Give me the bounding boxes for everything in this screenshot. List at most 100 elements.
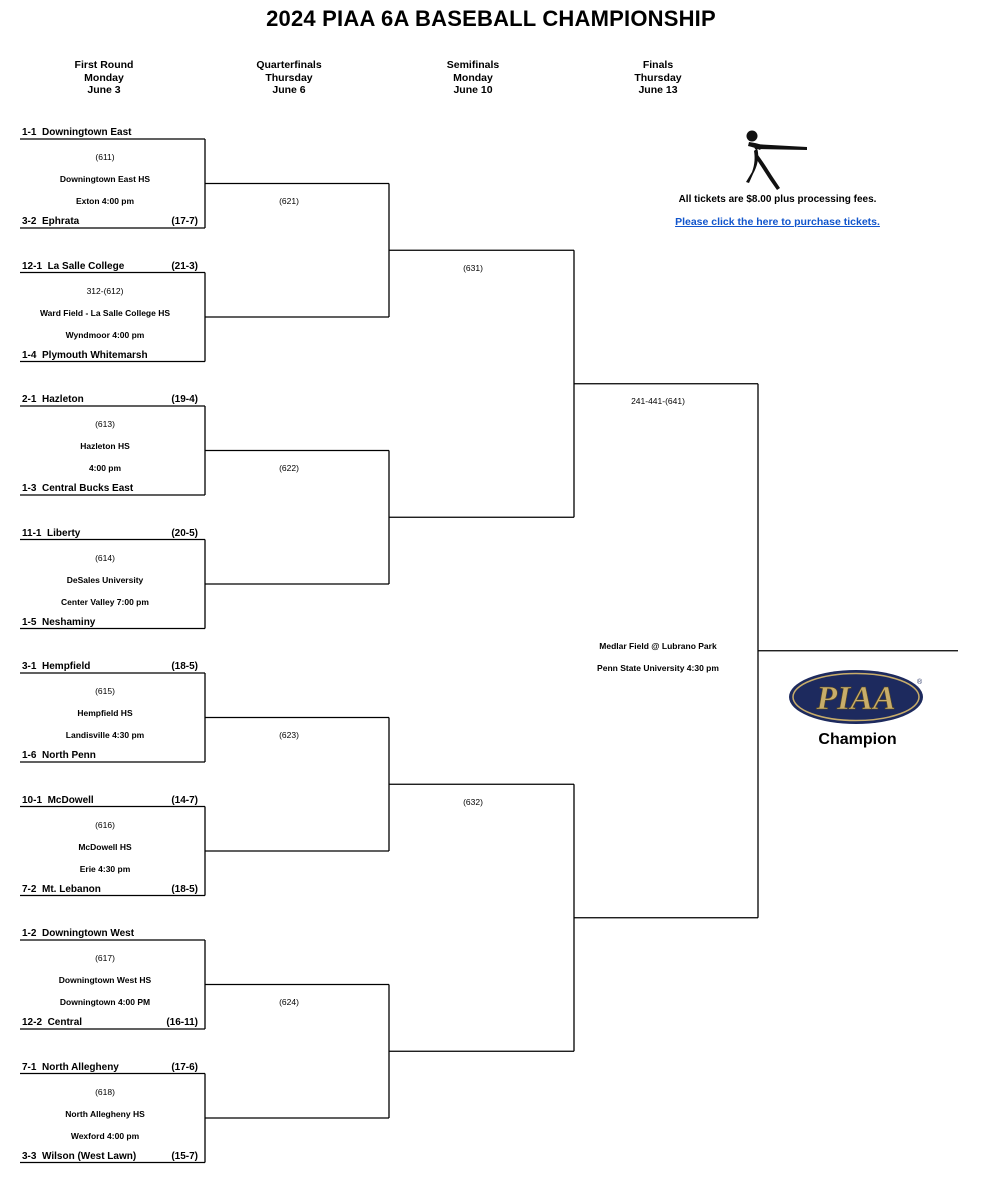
quarterfinal-game-number: (624) xyxy=(279,997,299,1007)
purchase-tickets-link[interactable]: Please click the here to purchase ticket… xyxy=(675,216,880,228)
final-site: Medlar Field @ Lubrano Park xyxy=(599,641,717,651)
game-site: Downingtown East HS xyxy=(59,174,151,184)
team-record: (16-11) xyxy=(166,1017,198,1028)
team-seed: 7-1 xyxy=(22,1061,37,1073)
team-seed: 3-1 xyxy=(22,661,37,672)
game-time: Exton 4:00 pm xyxy=(75,196,135,206)
page-title: 2024 PIAA 6A BASEBALL CHAMPIONSHIP xyxy=(266,6,716,31)
team-name: North Allegheny xyxy=(42,1061,119,1073)
team-record: (21-3) xyxy=(171,260,198,272)
game-number: (618) xyxy=(95,1086,115,1097)
team-name: McDowell xyxy=(47,794,94,806)
semifinal-game-number: (632) xyxy=(463,797,483,807)
team-seed: 7-2 xyxy=(22,883,37,895)
team-bottom: 12-2 Central (16-11) xyxy=(22,1017,204,1028)
team-seed: 12-1 xyxy=(22,260,43,272)
game-time: Downingtown 4:00 PM xyxy=(59,997,151,1007)
game-time: 4:00 pm xyxy=(88,463,122,473)
team-record: (15-7) xyxy=(171,1150,198,1162)
game-time: Erie 4:30 pm xyxy=(79,863,131,874)
round-header-finals: Finals Thursday June 13 xyxy=(588,59,728,97)
team-record: (18-5) xyxy=(171,661,198,672)
round-name: First Round xyxy=(74,59,134,71)
team-record: (14-7) xyxy=(171,794,198,806)
round-name: Semifinals xyxy=(446,59,500,71)
champion-label: Champion xyxy=(818,731,897,748)
team-top: 2-1 Hazleton(19-4) xyxy=(22,394,204,405)
team-name: Plymouth Whitemarsh xyxy=(42,349,148,361)
team-seed: 1-1 xyxy=(22,127,37,138)
team-name: La Salle College xyxy=(47,260,125,272)
team-name: Ephrata xyxy=(42,216,80,227)
team-seed: 1-6 xyxy=(22,750,37,761)
semifinal-game-number: (631) xyxy=(463,263,483,273)
round-name: Quarterfinals xyxy=(256,59,322,71)
team-seed: 1-2 xyxy=(22,928,37,939)
game-number: (617) xyxy=(95,953,115,963)
game-site: Downingtown West HS xyxy=(58,975,152,985)
team-seed: 11-1 xyxy=(22,527,42,539)
round-date: June 10 xyxy=(453,84,493,96)
round-day: Monday xyxy=(453,71,493,84)
game-site: North Allegheny HS xyxy=(65,1108,145,1119)
team-name: Hazleton xyxy=(42,394,84,405)
team-name: Central Bucks East xyxy=(42,483,134,494)
game-site: Ward Field - La Salle College HS xyxy=(39,307,171,318)
team-bottom: 1-4 Plymouth Whitemarsh xyxy=(22,350,204,361)
team-name: Hempfield xyxy=(42,661,91,672)
team-name: North Penn xyxy=(42,750,96,761)
game-number: (615) xyxy=(95,686,115,696)
round-header-first-round: First Round Monday June 3 xyxy=(34,59,174,97)
game-site: Hazleton HS xyxy=(80,441,130,451)
team-name: Wilson (West Lawn) xyxy=(42,1150,137,1162)
round-date: June 3 xyxy=(87,84,121,96)
team-seed: 3-3 xyxy=(22,1150,37,1162)
game-number: (614) xyxy=(95,552,115,563)
game-time: Center Valley 7:00 pm xyxy=(61,596,149,607)
team-record: (17-7) xyxy=(171,216,198,227)
team-bottom: 1-5 Neshaminy xyxy=(22,617,204,628)
round-day: Monday xyxy=(84,71,124,84)
game-number: (616) xyxy=(95,819,115,830)
team-name: Central xyxy=(47,1017,83,1028)
game-number: (613) xyxy=(95,419,115,429)
team-bottom: 1-3 Central Bucks East xyxy=(22,483,204,494)
round-name: Finals xyxy=(642,59,674,71)
team-top: 3-1 Hempfield (18-5) xyxy=(22,661,204,672)
team-bottom: 3-2 Ephrata (17-7) xyxy=(22,216,204,227)
quarterfinal-game-number: (621) xyxy=(279,196,299,206)
team-top: 1-1 Downingtown East xyxy=(22,127,204,138)
piaa-logo: PIAA ® xyxy=(789,670,923,724)
game-time: Wexford 4:00 pm xyxy=(70,1130,140,1141)
team-seed: 12-2 xyxy=(22,1017,43,1028)
quarterfinal-game-number: (622) xyxy=(279,463,299,473)
game-number: (611) xyxy=(95,152,115,162)
team-name: Neshaminy xyxy=(42,616,96,628)
game-site: DeSales University xyxy=(66,574,144,585)
logo-text: PIAA xyxy=(815,680,895,717)
team-seed: 3-2 xyxy=(22,216,37,227)
final-time: Penn State University 4:30 pm xyxy=(597,663,719,673)
team-seed: 1-3 xyxy=(22,483,37,494)
round-date: June 13 xyxy=(638,84,678,96)
team-bottom: 3-3 Wilson (West Lawn) (15-7) xyxy=(22,1151,204,1162)
game-number: 312-(612) xyxy=(86,285,124,296)
team-top: 11-1 Liberty(20-5) xyxy=(22,528,204,539)
team-bottom: 7-2 Mt. Lebanon(18-5) xyxy=(22,884,204,895)
game-time: Wyndmoor 4:00 pm xyxy=(65,329,145,340)
game-time: Landisville 4:30 pm xyxy=(65,730,145,740)
round-header-semifinals: Semifinals Monday June 10 xyxy=(403,59,543,97)
round-day: Thursday xyxy=(634,71,682,84)
game-site: Hempfield HS xyxy=(77,708,133,718)
team-seed: 1-4 xyxy=(22,349,37,361)
team-record: (18-5) xyxy=(171,883,198,895)
logo-registered-mark: ® xyxy=(917,678,923,686)
team-top: 7-1 North Allegheny(17-6) xyxy=(22,1062,204,1073)
team-seed: 1-5 xyxy=(22,616,37,628)
team-seed: 10-1 xyxy=(22,794,43,806)
tickets-info: All tickets are $8.00 plus processing fe… xyxy=(678,194,877,205)
game-site: McDowell HS xyxy=(78,841,132,852)
team-name: Downingtown West xyxy=(42,928,135,939)
round-header-quarterfinals: Quarterfinals Thursday June 6 xyxy=(219,59,359,97)
